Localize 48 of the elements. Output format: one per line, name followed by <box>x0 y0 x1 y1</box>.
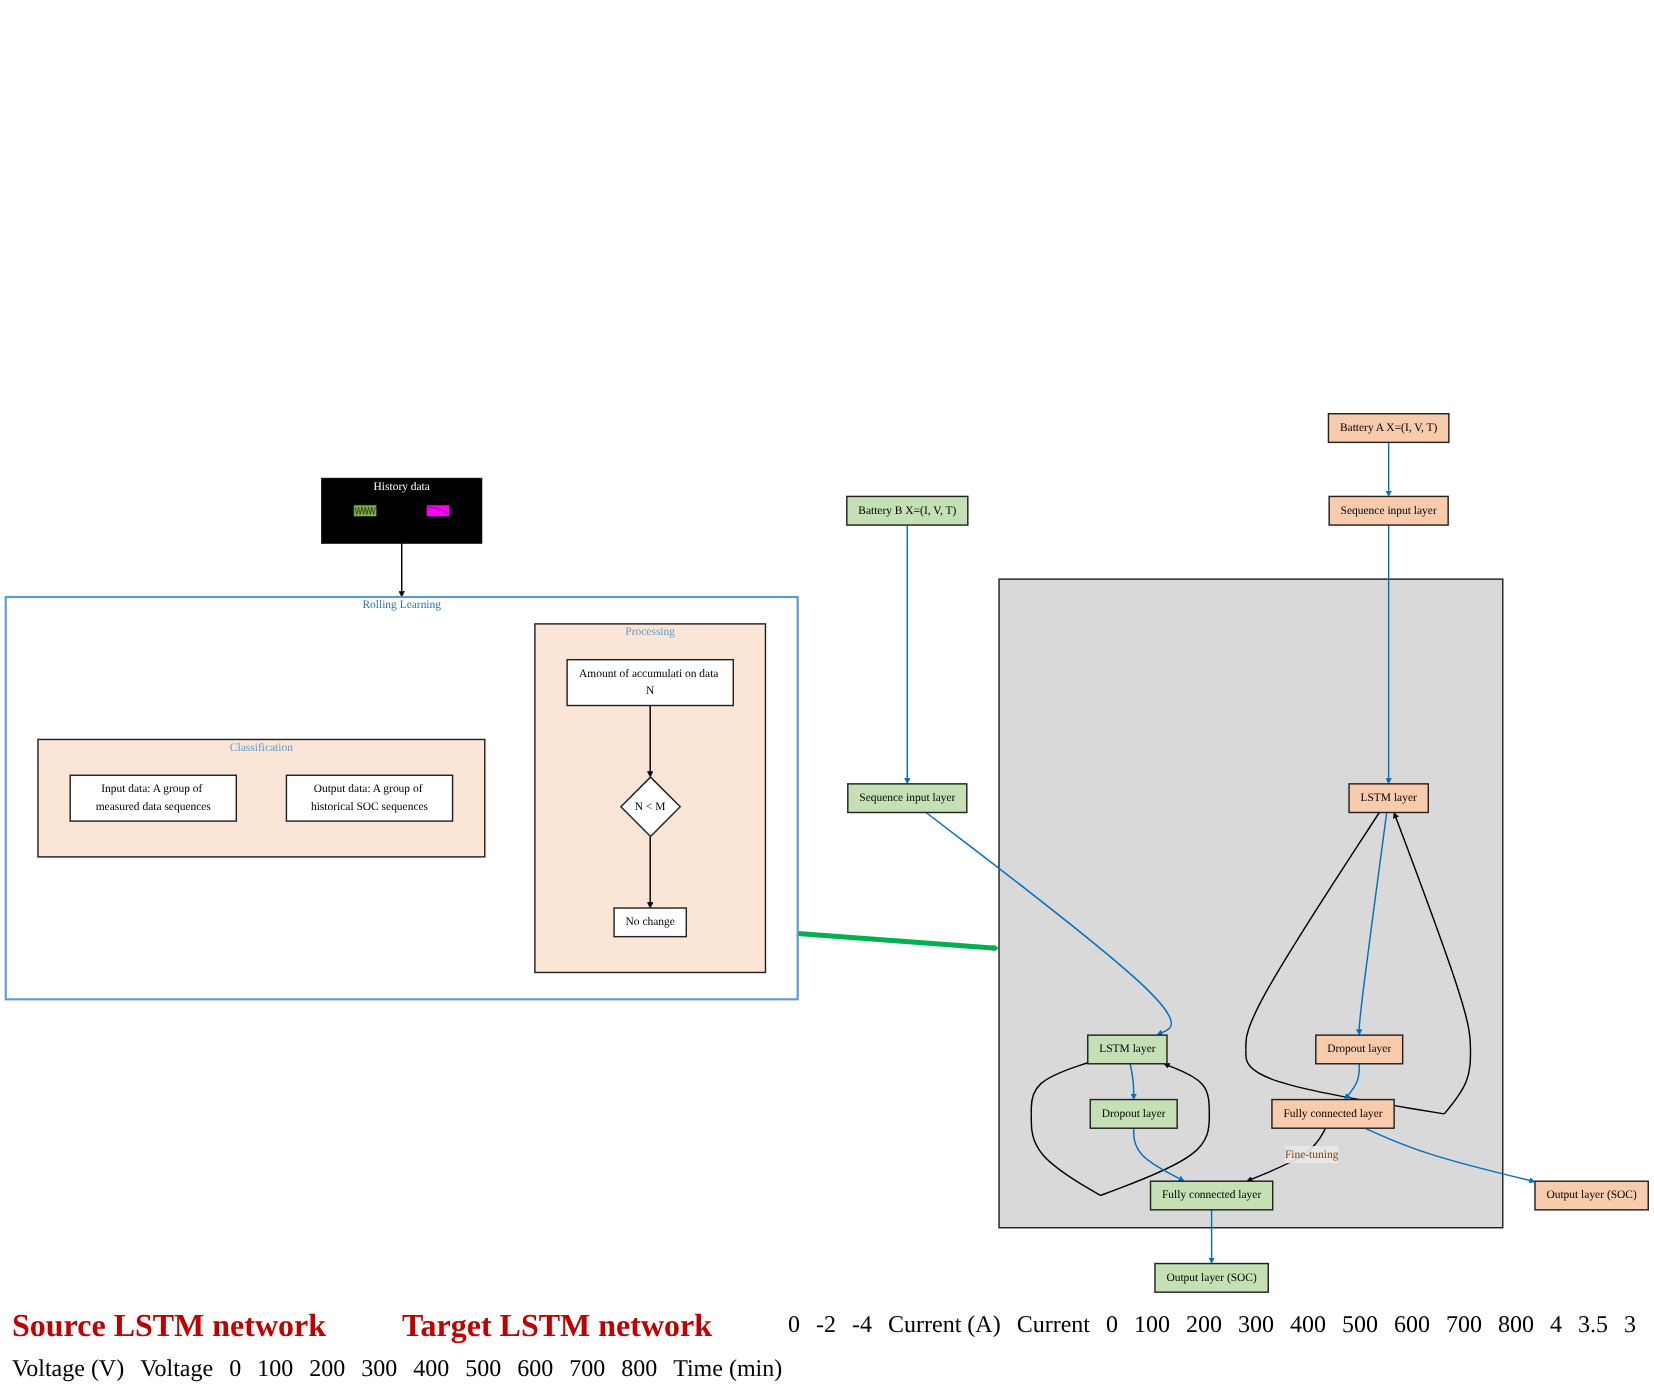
arrow <box>647 704 654 778</box>
chart-text: 300 <box>1238 1310 1274 1342</box>
chart-text: 0 <box>1106 1310 1118 1342</box>
chart-text: 200 <box>1186 1310 1222 1342</box>
arrow <box>925 811 1172 1036</box>
chart-text: 400 <box>1290 1310 1326 1342</box>
chart-text: 0 <box>229 1354 242 1384</box>
column-heading: Source LSTM network <box>12 1310 327 1346</box>
chart-text: 100 <box>257 1354 294 1384</box>
column-heading: Target LSTM network <box>402 1310 713 1346</box>
arrow <box>398 542 405 598</box>
chart-text: 700 <box>569 1354 606 1384</box>
arrow <box>1385 441 1392 497</box>
arrow <box>1356 811 1388 1036</box>
chart-text: 200 <box>309 1354 346 1384</box>
chart-text: -4 <box>852 1310 873 1342</box>
chart-text: 3 <box>1624 1310 1636 1342</box>
arrow <box>1385 524 1392 785</box>
chart-text: Voltage <box>140 1354 214 1384</box>
chart-text: 500 <box>1342 1310 1378 1342</box>
chart-text: 800 <box>621 1354 658 1384</box>
chart-text: Current <box>1016 1310 1090 1342</box>
chart-text: Current (A) <box>888 1310 1001 1342</box>
arrow <box>1030 1062 1211 1197</box>
arrow <box>647 835 654 909</box>
chart-text: 700 <box>1446 1310 1482 1342</box>
chart-text: 500 <box>465 1354 502 1384</box>
arrow <box>904 524 911 785</box>
arrow <box>1129 1063 1137 1100</box>
chart-text: 600 <box>517 1354 554 1384</box>
arrow <box>1245 811 1472 1115</box>
chart-text: 400 <box>413 1354 450 1384</box>
chart-text: Time (min) <box>673 1354 783 1384</box>
arrow <box>1364 1127 1536 1184</box>
chart-text: 300 <box>361 1354 398 1384</box>
arrow <box>797 931 1000 952</box>
arrow <box>1133 1127 1185 1182</box>
chart-text: 600 <box>1394 1310 1430 1342</box>
arrow <box>1344 1063 1360 1100</box>
cluster <box>998 578 1504 1229</box>
chart-text: 3.5 <box>1578 1310 1608 1342</box>
chart-text: 4 <box>1550 1310 1562 1342</box>
chart-text: -2 <box>816 1310 837 1342</box>
chart-text: 800 <box>1498 1310 1534 1342</box>
chart-text: 100 <box>1134 1310 1170 1342</box>
chart-text: 0 <box>788 1310 801 1342</box>
chart-text: Voltage (V) <box>12 1354 125 1384</box>
arrow <box>1208 1209 1215 1264</box>
